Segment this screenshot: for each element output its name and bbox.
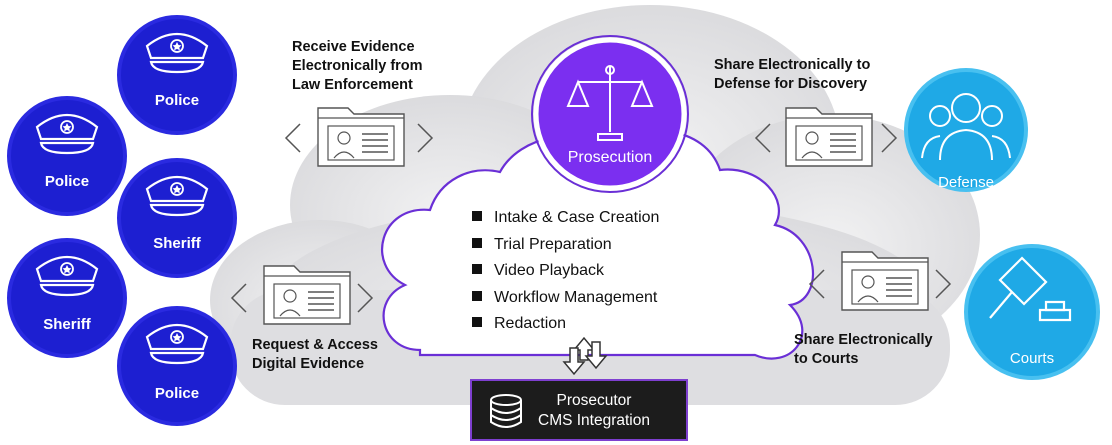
agency-label: Sheriff	[153, 235, 201, 252]
doc-card-receive	[284, 107, 434, 167]
agency-badge	[7, 238, 127, 358]
agency-label: Police	[154, 385, 200, 402]
cms-integration-label: Prosecutor CMS Integration	[538, 392, 650, 429]
gavel-icon	[989, 256, 1072, 322]
sync-arrows-icon	[562, 336, 608, 376]
list-item: Workflow Management	[472, 285, 659, 312]
defense-badge	[904, 68, 1028, 192]
people-icon	[921, 93, 1011, 161]
agency-badge	[7, 96, 127, 216]
list-item: Trial Preparation	[472, 232, 659, 259]
agency-badge	[117, 15, 237, 135]
share-defense-caption: Share Electronically to Defense for Disc…	[714, 57, 871, 92]
receive-caption: Receive Evidence Electronically from Law…	[292, 39, 423, 93]
doc-card-defense	[754, 107, 898, 167]
agency-label: Sheriff	[43, 316, 91, 333]
prosecution-label: Prosecution	[567, 149, 653, 166]
share-courts-caption: Share Electronically to Courts	[794, 332, 933, 367]
agency-badge	[117, 158, 237, 278]
prosecution-hub	[531, 35, 689, 193]
list-item: Video Playback	[472, 258, 659, 285]
request-caption: Request & Access Digital Evidence	[252, 337, 378, 372]
agency-label: Police	[154, 92, 200, 109]
list-item: Intake & Case Creation	[472, 205, 659, 232]
defense-label: Defense	[938, 174, 994, 191]
cms-integration-box: Prosecutor CMS Integration	[470, 379, 688, 441]
feature-list: Intake & Case Creation Trial Preparation…	[472, 205, 659, 338]
courts-label: Courts	[1009, 350, 1055, 367]
database-icon	[490, 394, 522, 428]
agency-label: Police	[44, 173, 90, 190]
doc-card-request	[230, 265, 374, 325]
agency-badge	[117, 306, 237, 426]
courts-badge	[964, 244, 1100, 380]
scales-icon	[566, 65, 654, 141]
doc-card-courts	[808, 251, 952, 311]
list-item: Redaction	[472, 311, 659, 338]
